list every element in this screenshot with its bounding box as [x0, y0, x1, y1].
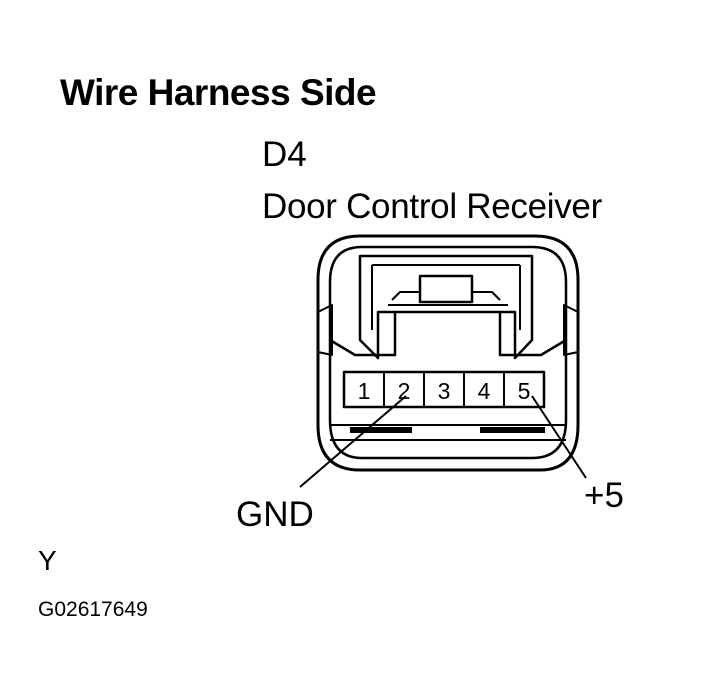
- latch-tab: [418, 274, 474, 304]
- diagram-title: Wire Harness Side: [60, 72, 377, 113]
- gnd-leader: [299, 395, 407, 488]
- plus5-leader: [531, 395, 587, 479]
- connector-inner-outline: [328, 245, 568, 460]
- gnd-label: GND: [236, 495, 314, 534]
- y-marker: Y: [38, 545, 57, 576]
- pin-labels: 1 2 3 4 5: [358, 378, 531, 404]
- pin-2: 2: [398, 378, 411, 404]
- pin-3: 3: [438, 378, 451, 404]
- plus5-label: +5: [584, 476, 624, 515]
- connector-latch: [358, 254, 534, 360]
- pin-5: 5: [518, 378, 531, 404]
- pin-4: 4: [478, 378, 491, 404]
- pin-cavity-row: [342, 370, 546, 409]
- connector-outline: [316, 234, 580, 472]
- pin-1: 1: [358, 378, 371, 404]
- connector-name: Door Control Receiver: [262, 187, 602, 226]
- connector-code: D4: [262, 135, 307, 174]
- figure-id: G02617649: [38, 598, 148, 621]
